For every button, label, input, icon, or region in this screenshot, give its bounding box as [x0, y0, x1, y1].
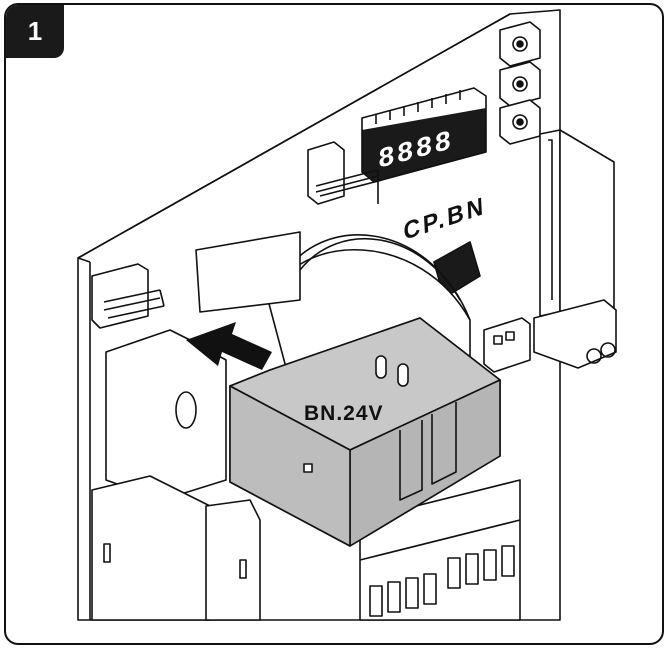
- insertion-arrow: [186, 322, 272, 370]
- step-number-badge: 1: [6, 5, 64, 58]
- module-label: BN.24V: [304, 402, 384, 425]
- seven-segment-display: [361, 11, 487, 183]
- left-block: [105, 329, 227, 501]
- bn24v-module: [229, 317, 501, 547]
- screw-terminal-right: [533, 299, 617, 369]
- terminal-strip-right: [539, 129, 615, 331]
- push-buttons: [499, 21, 541, 145]
- lower-left-relay: [91, 475, 261, 621]
- small-connector-right: [483, 317, 531, 373]
- header-connector-top: [307, 141, 383, 205]
- header-connector-left: [91, 263, 165, 329]
